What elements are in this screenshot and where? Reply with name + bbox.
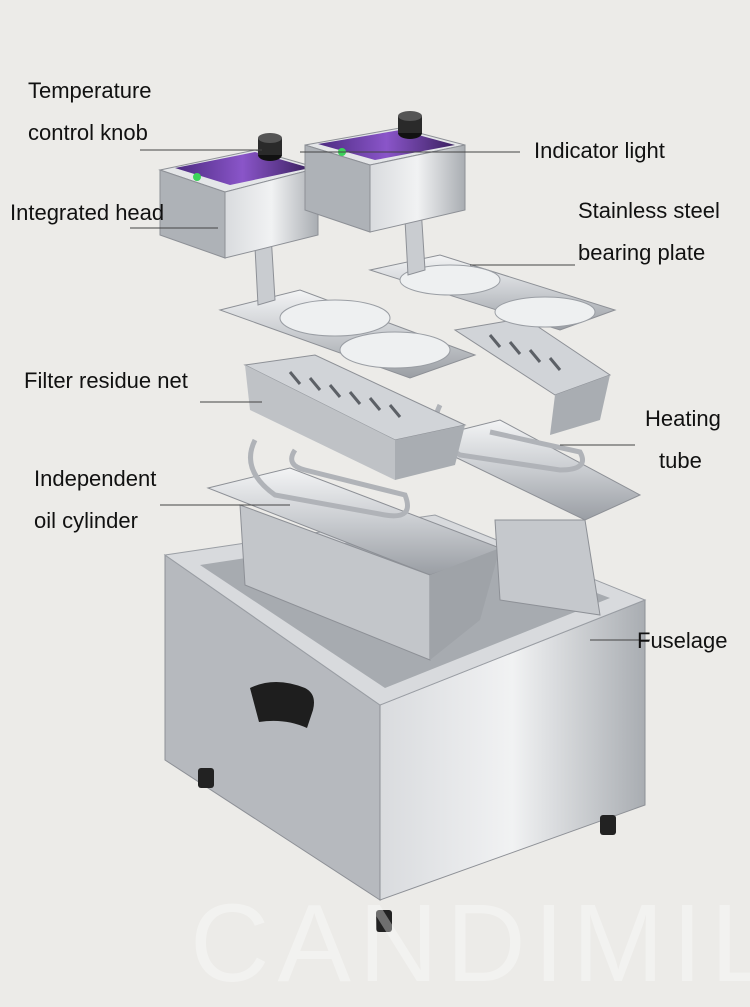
filter-slots: [288, 334, 562, 418]
label-heating-tube: Heating tube: [645, 406, 721, 473]
label-fuselage: Fuselage: [637, 628, 728, 653]
integrated-head-left: [158, 133, 320, 259]
label-integrated-head: Integrated head: [10, 200, 165, 225]
bearing-plates: [218, 254, 617, 379]
label-temperature-control-knob: Temperature control knob: [28, 78, 152, 145]
label-filter-residue-net: Filter residue net: [24, 368, 188, 393]
leader-lines: [130, 149, 650, 641]
watermark: CANDIMILL: [190, 882, 750, 1005]
label-indicator-light: Indicator light: [534, 138, 665, 163]
label-independent-oil-cylinder: Independent oil cylinder: [34, 466, 157, 533]
label-bearing-plate: Stainless steel bearing plate: [578, 198, 720, 265]
integrated-head-right: [304, 111, 466, 233]
